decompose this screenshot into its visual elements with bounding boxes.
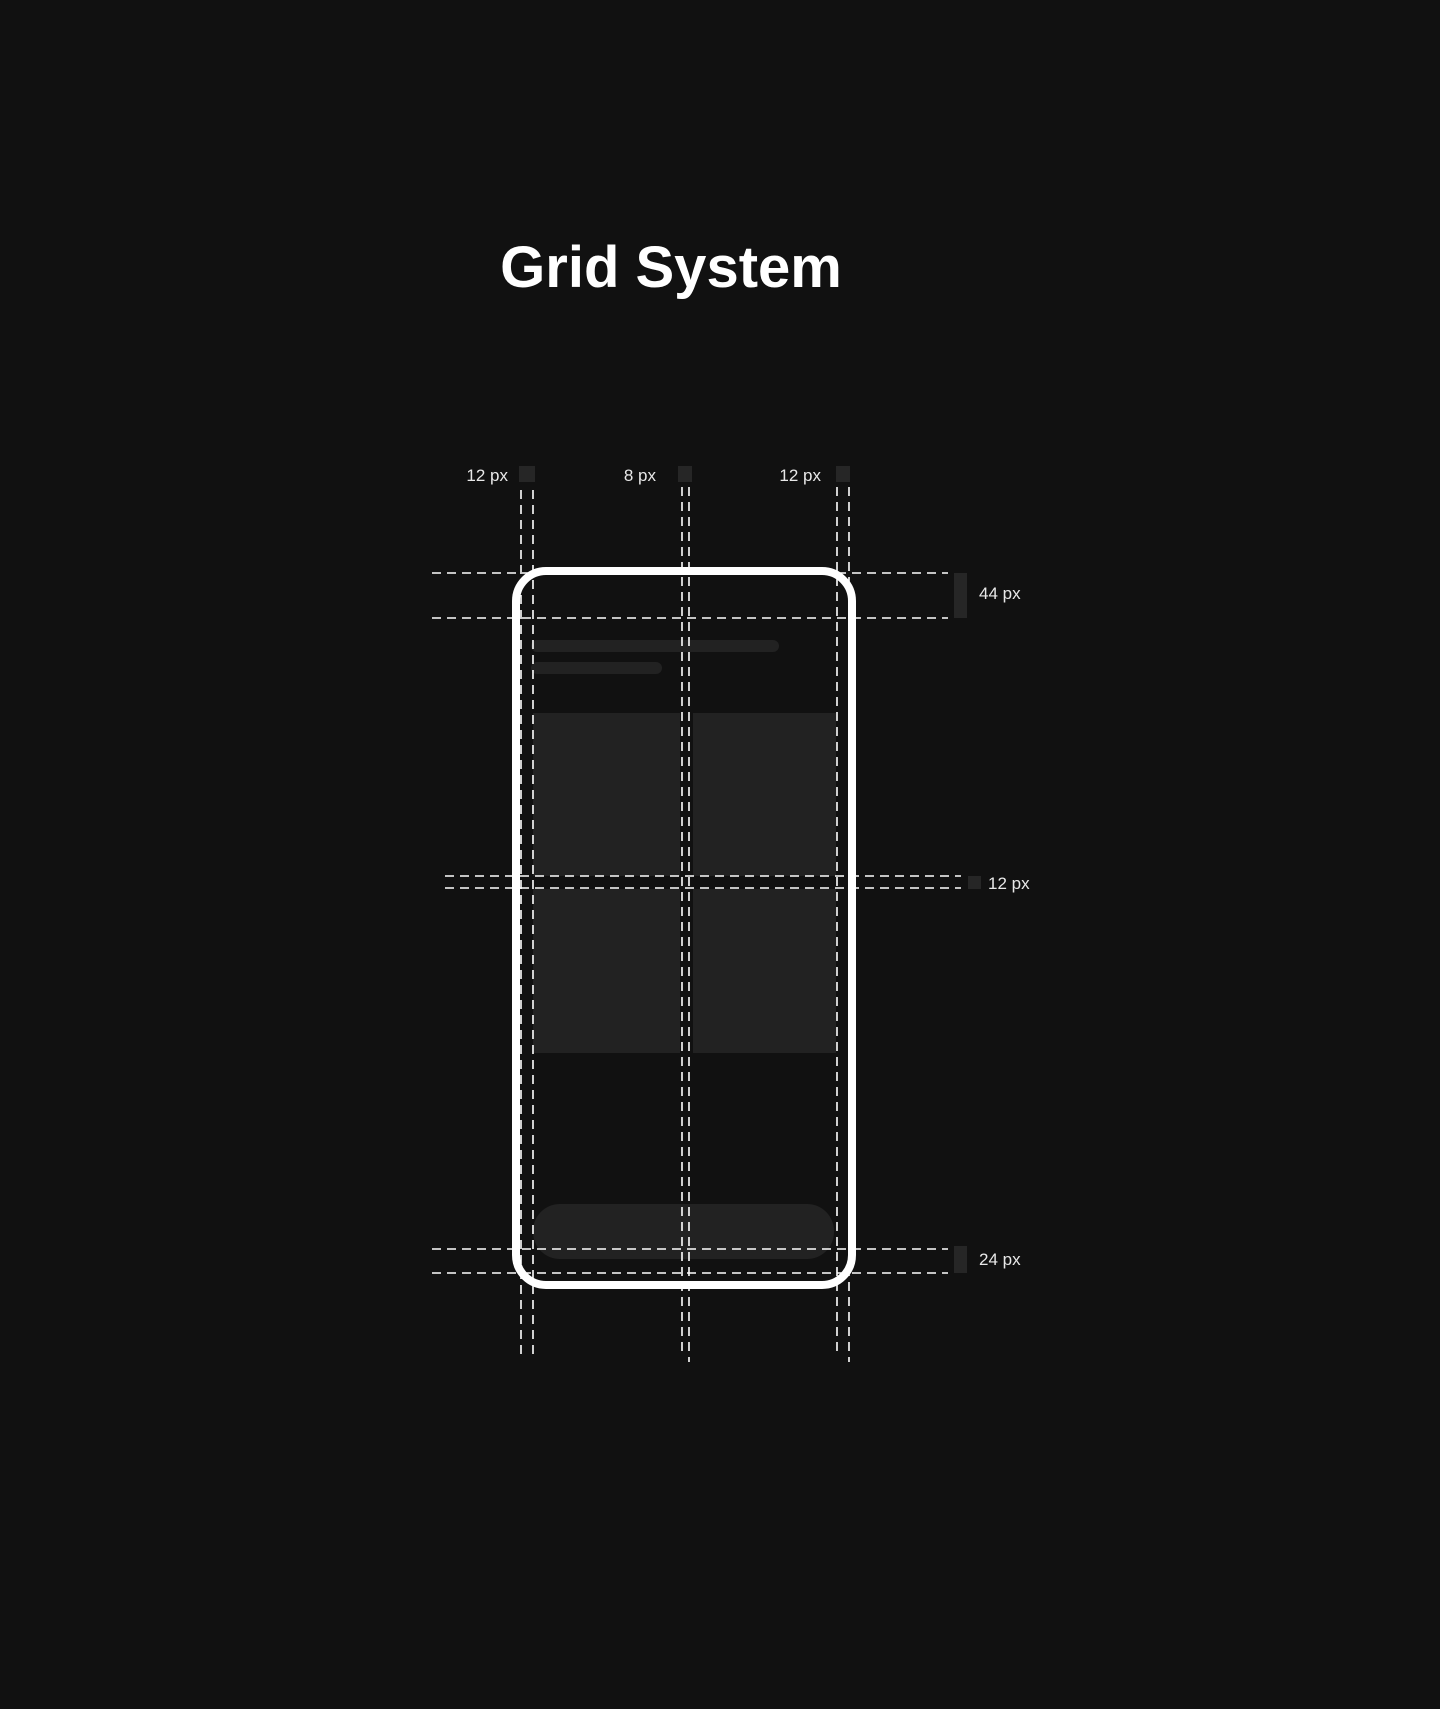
page-title: Grid System: [500, 235, 842, 300]
row-gutter-label: 12 px: [988, 874, 1030, 893]
bottom-margin-label: 24 px: [979, 1250, 1021, 1269]
row-guides: [432, 572, 961, 1274]
card-placeholder: [693, 713, 836, 876]
column-guides: [520, 487, 850, 1362]
header-marker: [954, 573, 967, 618]
gutter-label: 8 px: [624, 466, 657, 485]
right-margin-label: 12 px: [779, 466, 821, 485]
bottom-marker: [954, 1246, 967, 1273]
phone-frame: [512, 567, 856, 1289]
text-line-placeholder-short: [531, 662, 662, 674]
header-height-label: 44 px: [979, 584, 1021, 603]
card-placeholder: [693, 889, 836, 1053]
card-placeholder: [533, 713, 680, 876]
left-margin-label: 12 px: [466, 466, 508, 485]
row-gutter-marker: [968, 876, 981, 889]
button-placeholder: [533, 1204, 834, 1259]
gutter-marker: [678, 466, 692, 482]
text-line-placeholder: [531, 640, 779, 652]
card-placeholder: [533, 889, 680, 1053]
margin-marker: [519, 466, 535, 482]
margin-marker: [836, 466, 850, 482]
